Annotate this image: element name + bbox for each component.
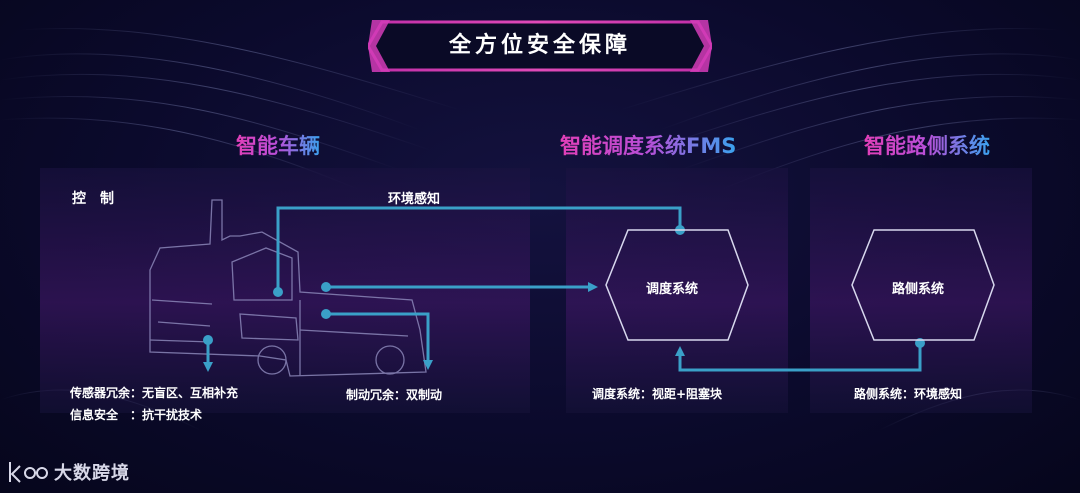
brand-name: 大数跨境 [54, 463, 130, 484]
fms-hexagon [605, 229, 749, 341]
env-sense-label: 环境感知 [388, 192, 441, 207]
brake-redundancy-label: 制动冗余：双制动 [346, 388, 443, 402]
brake-dot [321, 309, 331, 319]
title-banner: 全方位安全保障 [368, 18, 712, 74]
truck-outline [149, 199, 427, 377]
roadside-hexagon [851, 229, 995, 341]
fms-caption: 调度系统：视距+阻塞块 [592, 387, 723, 401]
k100-logo-icon [9, 462, 48, 483]
roadside-caption: 路侧系统：环境感知 [854, 387, 963, 401]
env-sense-path [276, 206, 682, 292]
heading-fms: 智能调度系统FMS [560, 130, 736, 160]
info-security-label: 信息安全 ：抗干扰技术 [70, 408, 203, 422]
fms-node-label: 调度系统 [646, 282, 699, 297]
control-label: 控 制 [72, 191, 114, 207]
heading-roadside: 智能路侧系统 [864, 130, 990, 160]
banner-shape [368, 20, 712, 72]
truck-to-fms-dot [321, 282, 331, 292]
env-sense-start-dot [273, 287, 283, 297]
sensor-redundancy-label: 传感器冗余：无盲区、互相补充 [70, 386, 239, 400]
brake-arrow [326, 312, 433, 370]
control-dot [203, 335, 213, 345]
page-title: 全方位安全保障 [448, 33, 631, 58]
heading-vehicle: 智能车辆 [236, 130, 320, 160]
brand-logo: 大数跨境 [6, 456, 156, 488]
roadside-node-label: 路侧系统 [892, 282, 945, 297]
roadside-to-fms-arrow [675, 343, 922, 372]
roadside-panel [810, 168, 1032, 413]
